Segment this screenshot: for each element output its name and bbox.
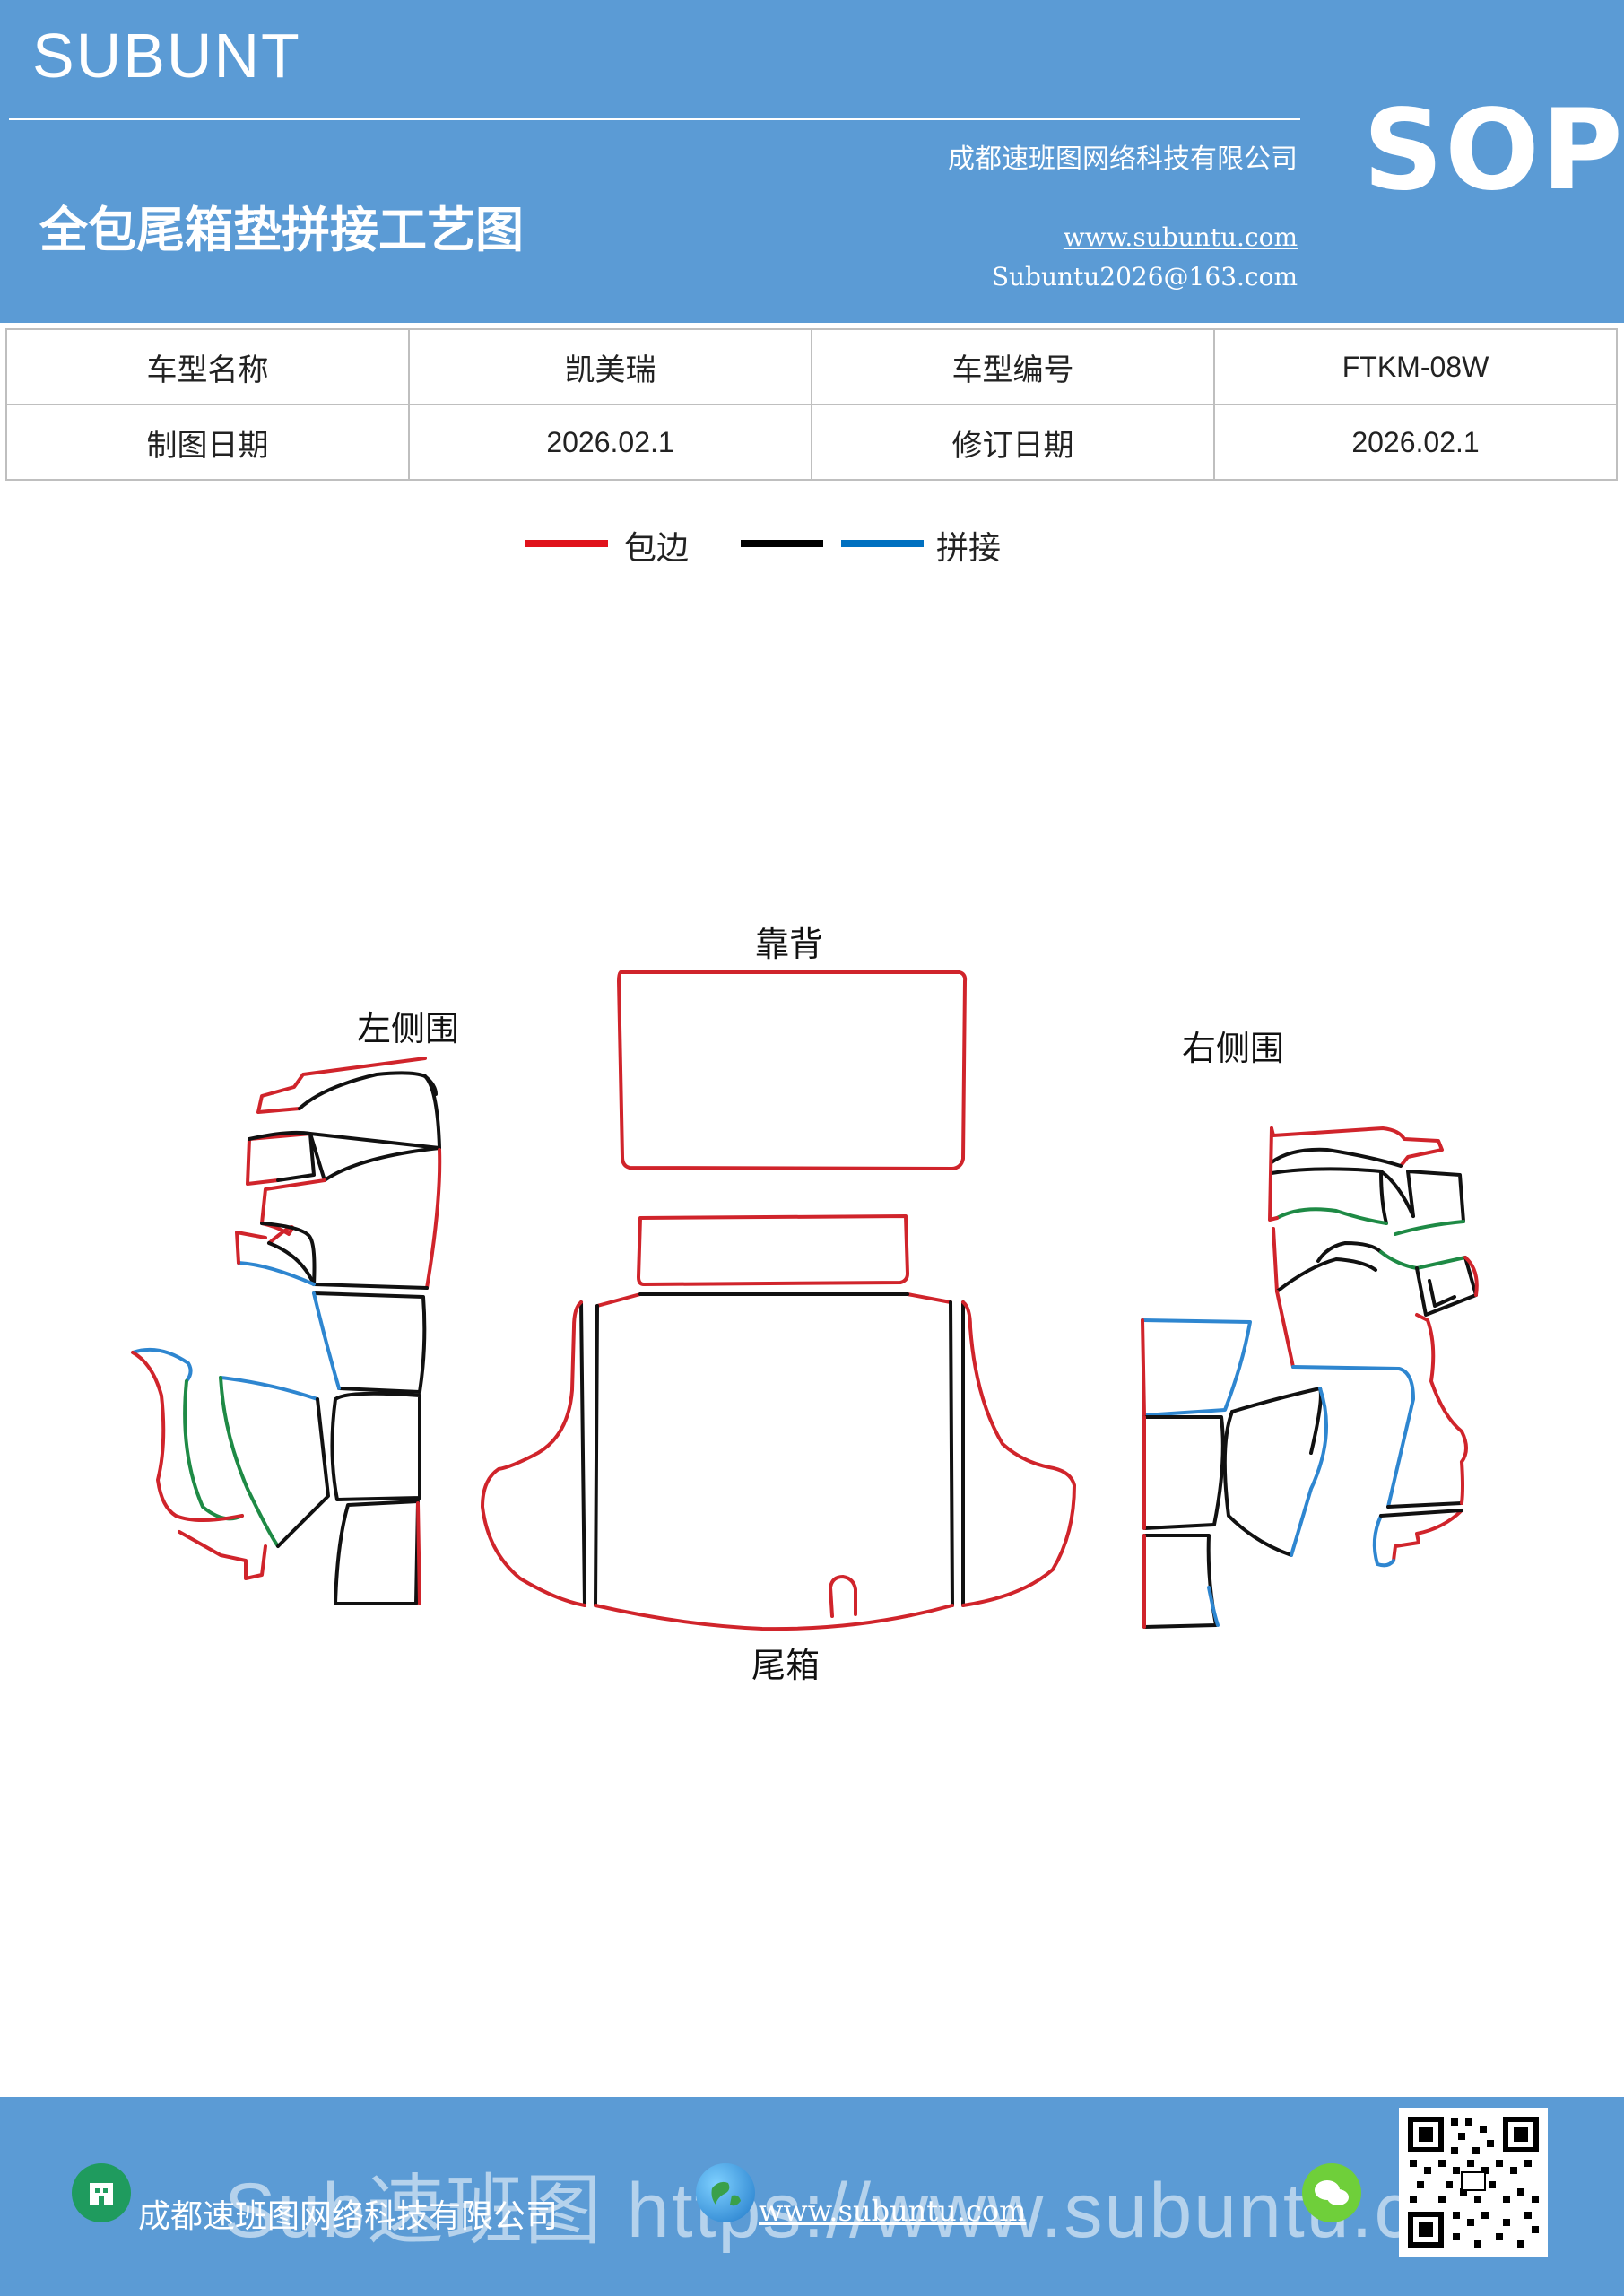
- backrest-panel: [617, 970, 968, 1170]
- building-icon: [72, 2163, 131, 2222]
- document-title: 全包尾箱垫拼接工艺图: [39, 201, 524, 258]
- table-row: 车型名称 凯美瑞 车型编号 FTKM-08W: [5, 328, 1618, 405]
- website-link[interactable]: www.subuntu.com: [1063, 222, 1298, 252]
- table-cell: 车型编号: [811, 328, 1215, 405]
- diagram-drawing: [131, 970, 1479, 1631]
- sop-badge: SOP: [1363, 86, 1624, 215]
- legend: 包边 拼接: [0, 522, 1624, 576]
- legend-line-red: [525, 540, 608, 547]
- table-cell: 车型名称: [5, 328, 410, 405]
- table-cell: 凯美瑞: [408, 328, 812, 405]
- page-header: SUBUNT 全包尾箱垫拼接工艺图 成都速班图网络科技有限公司 www.subu…: [0, 0, 1624, 323]
- globe-icon: [696, 2163, 755, 2222]
- page-footer: Sub速班图 https://www.subuntu.com 成都速班图网络科技…: [0, 2097, 1624, 2296]
- left-side-panels: [131, 1057, 442, 1605]
- footer-website-link[interactable]: www.subuntu.com: [759, 2194, 1027, 2228]
- qr-code: [1399, 2108, 1548, 2257]
- brand-name: SUBUNT: [32, 21, 301, 91]
- label-right-side: 右侧围: [1182, 1029, 1285, 1068]
- trunk-panels: [481, 1214, 1076, 1631]
- vehicle-info-table: 车型名称 凯美瑞 车型编号 FTKM-08W 制图日期 2026.02.1 修订…: [5, 328, 1618, 481]
- mat-diagram: 靠背 左侧围 右侧围 尾箱: [0, 574, 1624, 1740]
- company-name: 成都速班图网络科技有限公司: [948, 144, 1298, 175]
- table-cell: 2026.02.1: [408, 404, 812, 481]
- legend-line-blue: [841, 540, 924, 547]
- label-left-side: 左侧围: [357, 1009, 460, 1048]
- legend-label-splice: 拼接: [936, 530, 1002, 567]
- table-cell: 制图日期: [5, 404, 410, 481]
- table-cell: 修订日期: [811, 404, 1215, 481]
- label-backrest: 靠背: [755, 925, 824, 964]
- right-side-panels: [1141, 1126, 1479, 1629]
- table-cell: FTKM-08W: [1213, 328, 1618, 405]
- email-address: Subuntu2026@163.com: [991, 262, 1298, 291]
- table-row: 制图日期 2026.02.1 修订日期 2026.02.1: [5, 404, 1618, 481]
- legend-line-black: [741, 540, 823, 547]
- header-divider: [9, 118, 1300, 120]
- footer-company-name: 成都速班图网络科技有限公司: [138, 2198, 559, 2235]
- table-cell: 2026.02.1: [1213, 404, 1618, 481]
- label-trunk: 尾箱: [751, 1646, 821, 1685]
- legend-label-edging: 包边: [624, 530, 690, 567]
- wechat-icon: [1302, 2163, 1361, 2222]
